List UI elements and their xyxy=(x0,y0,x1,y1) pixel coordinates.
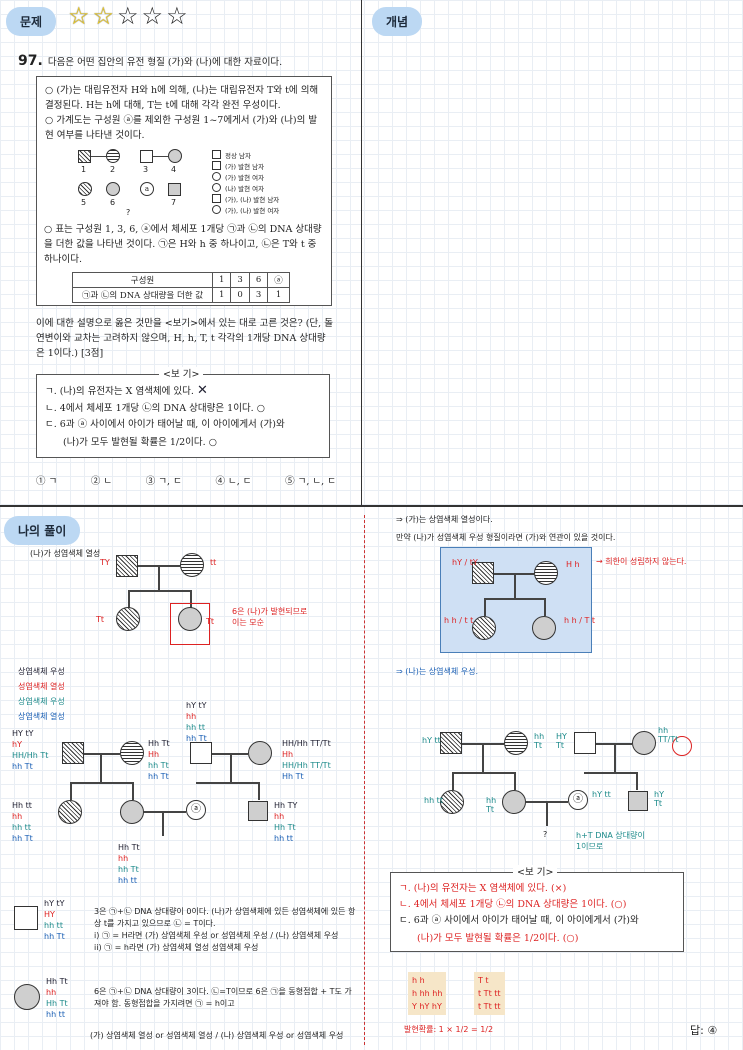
rb-member-1 xyxy=(440,732,462,754)
rb-member-7 xyxy=(628,791,648,811)
bogi-item-1: ㄱ. (나)의 유전자는 X 염색체에 있다. ✕ xyxy=(45,383,208,398)
star-icon: ☆ xyxy=(92,2,115,30)
choice-4[interactable]: ④ ㄴ, ㄷ xyxy=(215,476,252,487)
big-member-3 xyxy=(190,742,212,764)
rb-member-5 xyxy=(440,790,464,814)
rb-member-2 xyxy=(504,731,528,755)
member-2 xyxy=(106,149,120,163)
big-member-2 xyxy=(120,741,144,765)
r-member-5 xyxy=(472,616,496,640)
choice-2[interactable]: ② ㄴ xyxy=(90,476,113,487)
explain-member-3 xyxy=(14,906,38,930)
right-conclusion: ⇒ (나)는 상염색체 우성. xyxy=(396,667,478,676)
big-member-7 xyxy=(248,801,268,821)
member-4 xyxy=(168,149,182,163)
big-member-1 xyxy=(62,742,84,764)
star-icon: ☆ xyxy=(68,2,90,30)
bullet-3: ○ 표는 구성원 1, 3, 6, ⓐ에서 체세포 1개당 ㉠과 ㉡의 DNA … xyxy=(44,224,322,265)
big-member-5 xyxy=(58,800,82,824)
highlight-circle xyxy=(672,736,692,756)
choice-5[interactable]: ⑤ ㄱ, ㄴ, ㄷ xyxy=(285,476,336,487)
contradiction-note: 6은 (나)가 발현되므로 이는 모순 xyxy=(232,607,308,627)
rb-member-4 xyxy=(632,731,656,755)
member-5 xyxy=(78,182,92,196)
problem-tab: 문제 xyxy=(6,7,57,36)
para-2a: (가) 상염색체 열성 or 성염색체 열성 / (나) 상염색체 우성 or … xyxy=(90,1031,344,1040)
right-head: ⇒ (가)는 상염색체 열성이다. xyxy=(396,515,493,524)
a-note: h+T DNA 상대량이 1이므로 xyxy=(576,831,645,851)
member-7 xyxy=(168,183,181,196)
star-icon: ☆ xyxy=(117,2,139,30)
difficulty-stars: ☆ ☆ ☆ ☆ ☆ xyxy=(68,4,188,28)
bogi-item-2: ㄴ. 4에서 체세포 1개당 ㉡의 DNA 상대량은 1이다. ○ xyxy=(45,403,266,414)
bogi-item-3: ㄷ. 6과 ⓐ 사이에서 아이가 태어날 때, 이 아이에게서 (가)와 xyxy=(45,419,285,430)
member-1 xyxy=(78,150,91,163)
sol-member-1 xyxy=(116,555,138,577)
big-member-6 xyxy=(120,800,144,824)
member-3 xyxy=(140,150,153,163)
rb-member-3 xyxy=(574,732,596,754)
big-member-a: ⓐ xyxy=(186,800,206,820)
member-a: a xyxy=(140,182,154,196)
member-6 xyxy=(106,182,120,196)
bogi-item-3b: (나)가 모두 발현될 확률은 1/2이다. ○ xyxy=(63,437,218,448)
rb-member-6 xyxy=(502,790,526,814)
sol-member-2 xyxy=(180,553,204,577)
rb-member-a: ⓐ xyxy=(568,790,588,810)
question-text: 이에 대한 설명으로 옳은 것만을 <보기>에서 있는 대로 고른 것은? (단… xyxy=(36,318,333,359)
contradiction-box xyxy=(170,603,210,645)
problem-stem: 97. 다음은 어떤 집안의 유전 형질 (가)와 (나)에 대한 자료이다. xyxy=(18,53,283,69)
bullet-1: ○ (가)는 대립유전자 H와 h에 의해, (나)는 대립유전자 T와 t에 … xyxy=(45,85,319,111)
bogi-box: <보 기> ㄱ. (나)의 유전자는 X 염색체에 있다. ✕ ㄴ. 4에서 체… xyxy=(36,367,330,458)
bullet-2: ○ 가계도는 구성원 ⓐ를 제외한 구성원 1~7에게서 (가)와 (나)의 발… xyxy=(45,115,318,141)
big-member-4 xyxy=(248,741,272,765)
sol-member-5 xyxy=(116,607,140,631)
note-title: (나)가 성염색체 열성 xyxy=(30,549,101,558)
pedigree-legend: 정상 남자 (가) 발현 남자 (가) 발현 여자 (나) 발현 여자 (가),… xyxy=(212,150,322,215)
punnett-h: h h h hh hh Y hY hY xyxy=(408,972,447,1015)
r-member-1 xyxy=(472,562,494,584)
answer-choices: ① ㄱ ② ㄴ ③ ㄱ, ㄷ ④ ㄴ, ㄷ ⑤ ㄱ, ㄴ, ㄷ xyxy=(36,474,336,489)
solution-tab: 나의 풀이 xyxy=(4,516,81,545)
explain-member-6 xyxy=(14,984,40,1010)
star-icon: ☆ xyxy=(141,2,164,30)
probability: 발현확률: 1 × 1/2 = 1/2 xyxy=(404,1025,494,1034)
para-2: 6은 ㉠+㉡ DNA 상대량이 3이다. ㉡=T이므로 6은 ㉠을 동형접합 +… xyxy=(94,987,352,1008)
r-member-2 xyxy=(534,561,558,585)
right-line2: 만약 (나)가 성염색체 우성 형질이라면 (가)와 연관이 있을 것이다. xyxy=(396,533,616,542)
final-answer: 답: ④ xyxy=(690,1024,718,1037)
right-bogi-box: <보 기> ㄱ. (나)의 유전자는 X 염색체에 있다. (×) ㄴ. 4에서… xyxy=(390,865,684,952)
r-member-6 xyxy=(532,616,556,640)
choice-3[interactable]: ③ ㄱ, ㄷ xyxy=(145,476,182,487)
punnett-t: T t t Tt tt t Tt tt xyxy=(474,972,505,1015)
concept-tab: 개념 xyxy=(372,7,423,36)
color-legend: 상염색체 우성 성염색체 열성 상염색체 우성 상염색체 열성 xyxy=(18,667,65,721)
sol-member-6 xyxy=(178,607,202,631)
star-icon: ☆ xyxy=(166,2,188,30)
linkage-highlight xyxy=(440,547,592,653)
choice-1[interactable]: ① ㄱ xyxy=(36,476,58,487)
para-1: 3은 ㉠+㉡ DNA 상대량이 0이다. (나)가 상염색체에 있든 성염색체에… xyxy=(94,907,356,952)
